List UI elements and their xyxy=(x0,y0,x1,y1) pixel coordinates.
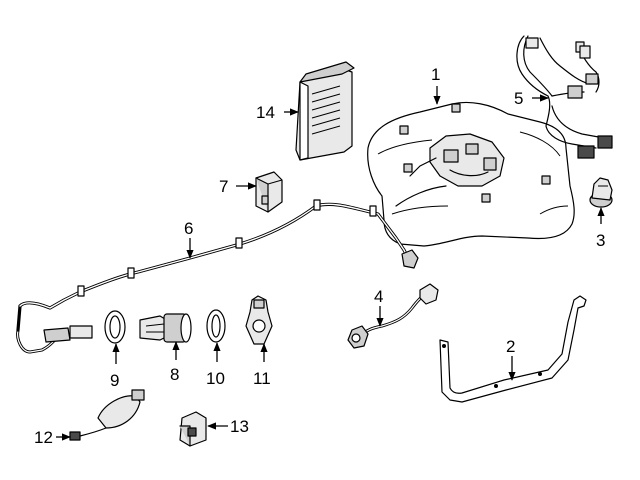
callout-number-7: 7 xyxy=(219,177,228,196)
callout-number-4: 4 xyxy=(374,287,383,306)
wiring-pigtail[interactable] xyxy=(347,283,439,349)
callout-number-3: 3 xyxy=(596,231,605,250)
fuel-tank[interactable] xyxy=(367,101,575,247)
callout-4: 4 xyxy=(374,287,384,327)
sensor-module[interactable] xyxy=(255,171,283,213)
callout-12: 12 xyxy=(34,428,71,447)
control-module[interactable] xyxy=(295,61,355,161)
o-ring-9[interactable] xyxy=(104,310,126,344)
sensor-cable[interactable] xyxy=(69,389,145,441)
tank-strap[interactable] xyxy=(439,295,587,403)
vapor-tube[interactable] xyxy=(16,199,419,354)
callout-number-2: 2 xyxy=(506,337,515,356)
callout-number-14: 14 xyxy=(256,103,275,122)
o-ring-10[interactable] xyxy=(206,309,226,343)
callout-5: 5 xyxy=(514,89,549,108)
callout-3: 3 xyxy=(596,207,605,250)
filler-cap[interactable] xyxy=(589,177,613,208)
callout-8: 8 xyxy=(170,341,180,384)
callout-number-6: 6 xyxy=(184,219,193,238)
callout-number-9: 9 xyxy=(110,371,119,390)
callout-9: 9 xyxy=(110,343,120,390)
callout-14: 14 xyxy=(256,103,299,122)
callout-2: 2 xyxy=(506,337,516,381)
retaining-clip[interactable] xyxy=(245,295,273,345)
callout-number-1: 1 xyxy=(431,65,440,84)
callout-7: 7 xyxy=(219,177,257,196)
valve[interactable] xyxy=(139,313,192,343)
callout-number-10: 10 xyxy=(206,369,225,388)
callout-6: 6 xyxy=(184,219,194,259)
callout-number-5: 5 xyxy=(514,89,523,108)
callout-number-13: 13 xyxy=(230,417,249,436)
callout-1: 1 xyxy=(431,65,441,105)
callout-number-12: 12 xyxy=(34,428,53,447)
callout-number-11: 11 xyxy=(253,369,271,388)
callout-13: 13 xyxy=(207,417,249,436)
callout-11: 11 xyxy=(253,343,271,388)
main-wiring-harness[interactable] xyxy=(516,35,613,159)
callout-10: 10 xyxy=(206,342,225,388)
callout-number-8: 8 xyxy=(170,365,179,384)
bracket[interactable] xyxy=(179,411,207,447)
